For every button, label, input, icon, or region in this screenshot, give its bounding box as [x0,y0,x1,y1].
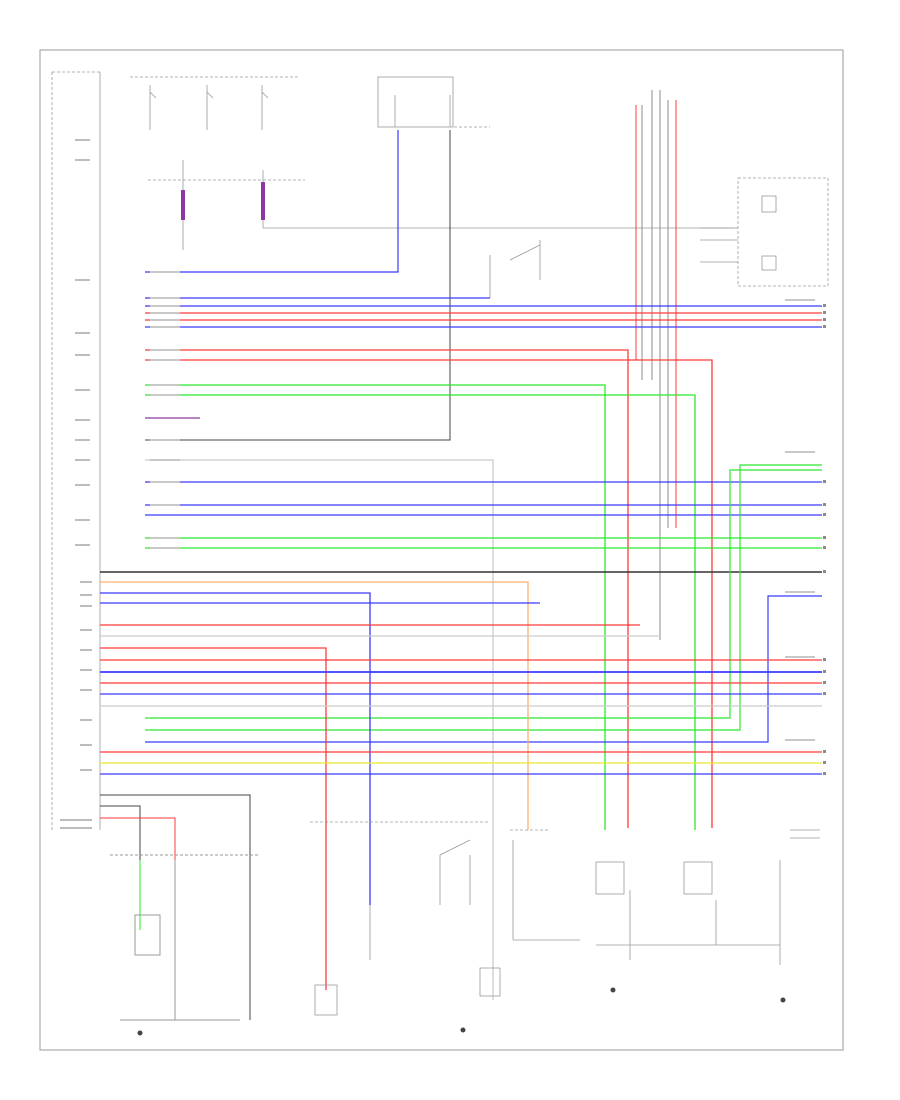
top-fuse-group [130,76,490,130]
resistor-1 [181,190,185,220]
resistor-2 [261,182,265,220]
ground-symbol-icon [610,987,616,993]
wire-right-feed-1 [145,464,822,731]
left-pin-labels [60,139,92,829]
sensor-block [148,160,735,250]
lower-right-connectors [595,829,820,965]
wire-code-marks [150,271,815,741]
diagram-border [39,49,844,1051]
wire-right-feed-3 [145,595,822,743]
right-module [700,177,829,287]
wire-harness-lower [100,581,822,990]
wire-harness-upper [100,297,822,1000]
wire-blue-top [145,130,399,273]
ground-symbol-icon [137,1030,143,1036]
lower-left-wiring [100,794,260,1021]
ground-symbol-icon [460,1027,466,1033]
small-relay [489,240,541,298]
ground-symbol-icon [780,997,786,1003]
wire-right-feed-2 [145,469,822,719]
lower-center-modules [310,821,580,1016]
wire-dark-top [145,130,451,441]
right-edge-terminals [823,304,826,775]
